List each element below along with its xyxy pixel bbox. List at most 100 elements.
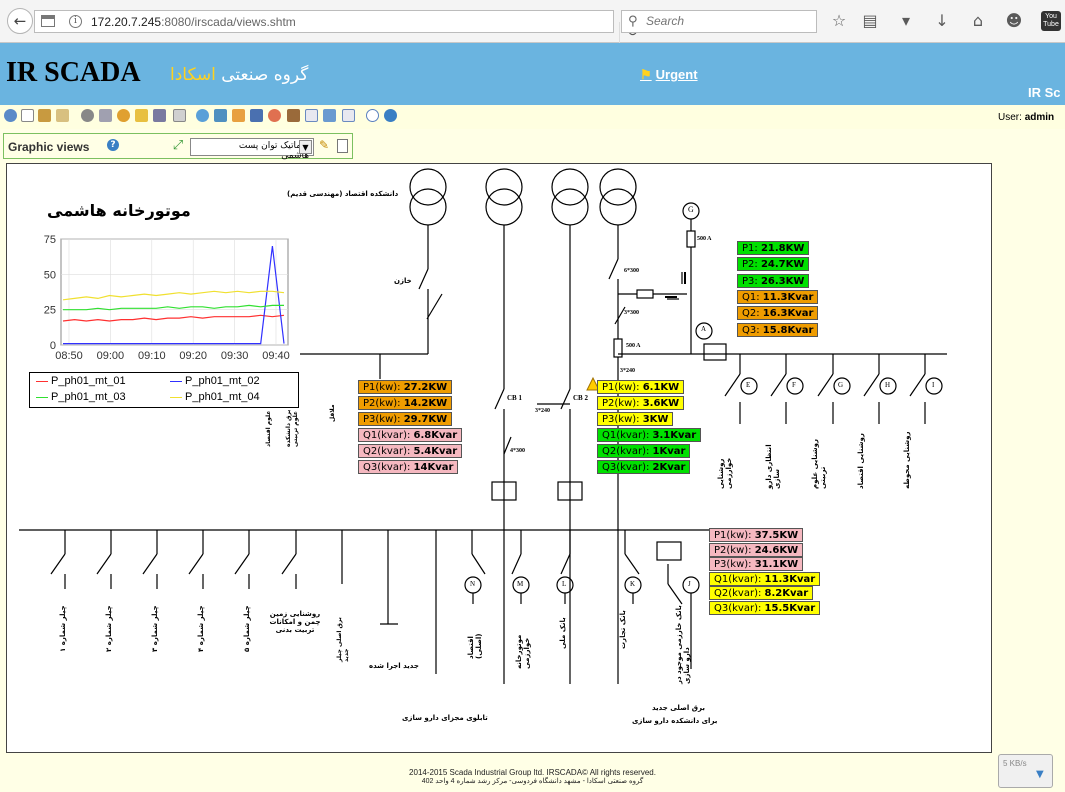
reading-label: Q3(kvar): xyxy=(602,462,653,473)
tools-icon[interactable] xyxy=(287,109,300,122)
app-header: IR SCADA گروه صنعتی اسکادا ⚑Urgent IR Sc xyxy=(0,43,1065,105)
flag-icon[interactable] xyxy=(135,109,148,122)
chart-x-tick: 08:50 xyxy=(55,350,83,362)
user-icon[interactable] xyxy=(196,109,209,122)
help-icon[interactable] xyxy=(384,109,397,122)
home-icon[interactable]: ⌂ xyxy=(972,11,984,30)
feeder-letter-i: I xyxy=(932,381,935,389)
download-icon[interactable]: ↓ xyxy=(935,11,949,30)
chart-y-tick: 50 xyxy=(44,269,56,281)
khazen-label: خازن xyxy=(394,277,412,285)
link-icon[interactable] xyxy=(153,109,166,122)
legend-label: P_ph01_mt_01 xyxy=(51,375,126,387)
feeder-letter-h: H xyxy=(885,381,891,389)
url-text: 172.20.7.245:8080/irscada/views.shtm xyxy=(91,15,296,29)
help-icon[interactable]: ? xyxy=(107,139,119,151)
cable-4x300: 4*300 xyxy=(510,448,525,454)
feeder-label-f: انتظاری دارو سازی xyxy=(765,444,781,489)
feeder-letter-l: L xyxy=(562,580,567,588)
lighting-feeder-label: روشنایی زمین چمن و امکانات تربیت بدنی xyxy=(269,610,321,634)
browser-toolbar: ← i 172.20.7.245:8080/irscada/views.shtm… xyxy=(0,0,1065,43)
database-icon[interactable] xyxy=(250,109,263,122)
feeder-label-e: روشنایی خوارزمی xyxy=(717,457,733,489)
reading-label: P3(kw): xyxy=(714,559,755,570)
browser-search[interactable]: ⚲ xyxy=(621,10,817,33)
chart-icon[interactable] xyxy=(268,109,281,122)
reading-label: Q2: xyxy=(742,308,763,320)
urgent-link[interactable]: ⚑Urgent xyxy=(640,67,698,82)
report-icon[interactable] xyxy=(173,109,186,122)
reading-label: Q3(kvar): xyxy=(363,462,414,473)
reading-box: P2(kw): 14.2KW xyxy=(358,396,453,410)
chevron-down-icon[interactable]: ▼ xyxy=(299,140,312,154)
view-select[interactable]: شماتیک توان پست هاشمی ▼ xyxy=(190,138,314,161)
reading-value: 8.2Kvar xyxy=(764,588,809,599)
reading-box: Q2(kvar): 8.2Kvar xyxy=(709,586,814,600)
bookmark-star-icon[interactable]: ☆ xyxy=(831,11,847,30)
reading-value: 26.3KW xyxy=(760,275,805,287)
monitor-icon[interactable] xyxy=(323,109,336,122)
page-icon[interactable] xyxy=(21,109,34,122)
feeder-label-left-2: برق دانشکده علوم تربیتی xyxy=(285,409,299,447)
new-main-label-2: برای دانشکده دارو سازی xyxy=(632,717,718,725)
table-icon[interactable] xyxy=(99,109,112,122)
chart-series-2 xyxy=(63,246,285,345)
reading-label: P1(kw): xyxy=(363,382,404,393)
cable-3x240-a: 3*240 xyxy=(620,368,635,374)
edit-icon[interactable] xyxy=(38,109,51,122)
smiley-icon[interactable]: ☻ xyxy=(1005,11,1023,30)
list-icon[interactable] xyxy=(56,109,69,122)
gear-icon[interactable] xyxy=(81,109,94,122)
address-bar[interactable]: i 172.20.7.245:8080/irscada/views.shtm ↻ xyxy=(34,10,638,43)
pocket-icon[interactable]: ▾ xyxy=(901,11,911,30)
edit-icon[interactable]: ✎ xyxy=(319,138,330,152)
package-icon[interactable] xyxy=(232,109,245,122)
window-icon[interactable] xyxy=(305,109,318,122)
reading-value: 21.8KW xyxy=(760,243,805,254)
feeder-label-left-3: علوم اقتصاد xyxy=(265,410,272,447)
legend-swatch xyxy=(170,380,182,382)
reading-box: P3(kw): 31.1KW xyxy=(709,557,804,571)
network-speed-widget[interactable]: 5 KB/s ▼ xyxy=(998,754,1053,788)
cable-6x300: 6*300 xyxy=(624,268,639,274)
cable-3x240-b: 3*240 xyxy=(535,408,550,414)
reading-value: 29.7KW xyxy=(403,414,448,425)
reading-label: P2(kw): xyxy=(363,398,404,409)
reading-list-icon[interactable]: ▤ xyxy=(862,11,878,30)
graphic-views-title: Graphic views xyxy=(8,140,90,154)
single-line-diagram xyxy=(19,168,947,684)
back-button[interactable]: ← xyxy=(7,8,33,34)
eye-icon[interactable] xyxy=(4,109,17,122)
reading-box: Q3: 15.8Kvar xyxy=(737,322,819,337)
stop-icon[interactable] xyxy=(366,109,379,122)
reading-box: P3: 26.3KW xyxy=(737,273,810,288)
clock-icon[interactable] xyxy=(117,109,130,122)
reading-label: P2(kw): xyxy=(714,544,755,556)
document-icon[interactable] xyxy=(342,109,355,122)
reading-box: Q3(kvar): 14Kvar xyxy=(358,460,459,474)
reading-label: Q1(kvar): xyxy=(714,573,765,585)
reading-value: 6.8Kvar xyxy=(413,430,458,441)
reading-value: 3KW xyxy=(642,414,669,425)
users-icon[interactable] xyxy=(214,109,227,122)
cb2-label: CB 2 xyxy=(573,394,588,402)
reading-value: 2Kvar xyxy=(652,462,686,473)
reading-label: P2(kw): xyxy=(602,398,643,409)
chart-series-1 xyxy=(62,314,285,322)
legend-label: P_ph01_mt_03 xyxy=(51,391,126,403)
reading-box: P1(kw): 6.1KW xyxy=(597,380,685,394)
reading-value: 11.3Kvar xyxy=(762,291,814,303)
new-view-icon[interactable] xyxy=(337,139,348,153)
reading-label: Q2(kvar): xyxy=(363,446,414,457)
info-icon[interactable]: i xyxy=(69,15,82,28)
legend-entry: P_ph01_mt_04 xyxy=(170,391,260,403)
new-main-label-1: برق اصلی جدید xyxy=(652,704,705,712)
chiller-5-label: چیلر شماره ۵ xyxy=(243,605,251,652)
brand-logo: IR SCADA xyxy=(6,57,141,88)
cable-3x300: 3*300 xyxy=(624,310,639,316)
browser-search-input[interactable] xyxy=(646,14,806,28)
fullscreen-icon[interactable]: ⤢ xyxy=(172,138,184,153)
arrow-down-icon: ▼ xyxy=(1036,769,1044,780)
